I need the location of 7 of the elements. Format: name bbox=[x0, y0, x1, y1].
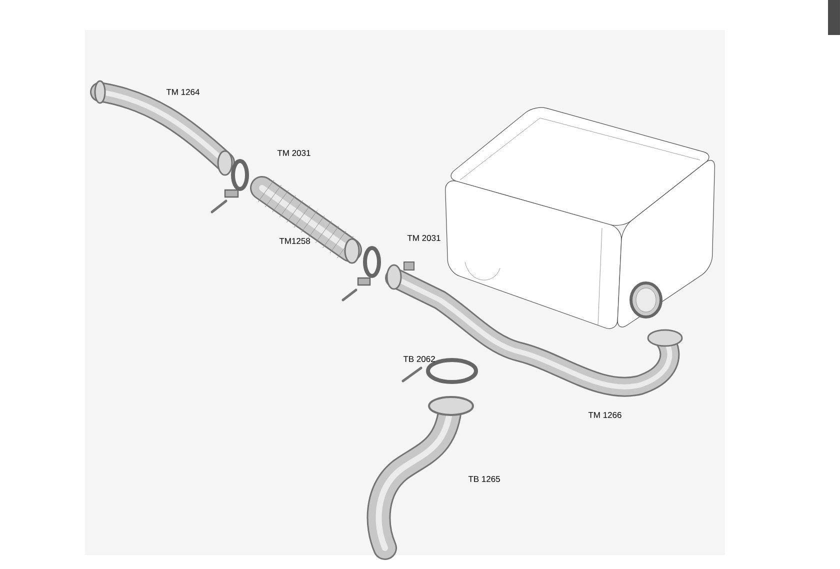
part-number: TB 1265 bbox=[468, 476, 500, 482]
part-number: TM 2031 bbox=[277, 150, 310, 156]
part-number: TB 2062 bbox=[403, 356, 435, 362]
part-number: TM1258 bbox=[279, 238, 310, 244]
part-number: TM 1264 bbox=[166, 89, 200, 95]
part-number: TM 1266 bbox=[588, 412, 622, 418]
part-number: TM 2031 bbox=[407, 235, 440, 241]
